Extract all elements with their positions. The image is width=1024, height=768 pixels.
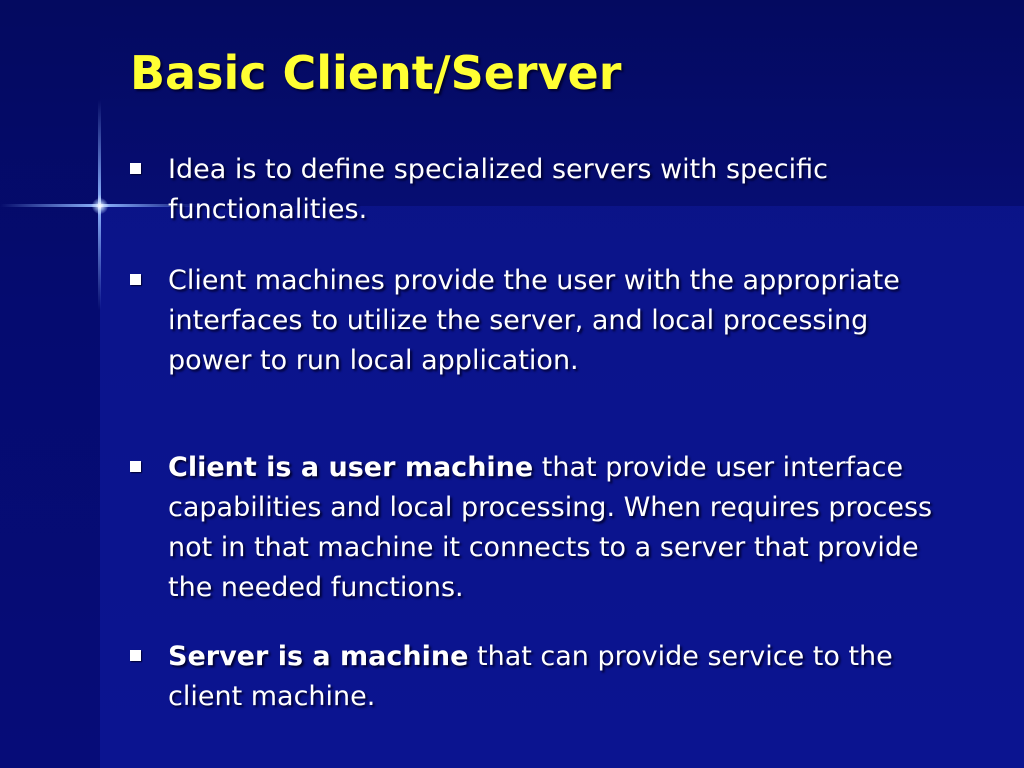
square-bullet-icon bbox=[130, 650, 141, 661]
bullet-body-text: Client machines provide the user with th… bbox=[168, 265, 900, 376]
square-bullet-icon bbox=[130, 461, 141, 472]
bullet-item-1: Idea is to define specialized servers wi… bbox=[130, 150, 960, 230]
bullet-body-text: that provide user interface capabilities… bbox=[168, 452, 933, 603]
bullet-item-3: Client is a user machine that provide us… bbox=[130, 448, 960, 608]
bullet-body-text: Idea is to define specialized servers wi… bbox=[168, 154, 828, 225]
square-bullet-icon bbox=[130, 274, 141, 285]
bullet-item-4: Server is a machine that can provide ser… bbox=[130, 637, 960, 717]
sparkle-icon bbox=[92, 198, 108, 214]
bullet-body-text: that can provide service to the client m… bbox=[168, 641, 893, 712]
bullet-bold-text: Client is a user machine bbox=[168, 452, 534, 483]
slide-title: Basic Client/Server bbox=[130, 46, 622, 100]
bullet-text: Client machines provide the user with th… bbox=[168, 261, 960, 381]
bullet-text: Server is a machine that can provide ser… bbox=[168, 637, 960, 717]
bullet-text: Idea is to define specialized servers wi… bbox=[168, 150, 960, 230]
bullet-item-2: Client machines provide the user with th… bbox=[130, 261, 960, 381]
bullet-bold-text: Server is a machine bbox=[168, 641, 469, 672]
bullet-text: Client is a user machine that provide us… bbox=[168, 448, 960, 608]
square-bullet-icon bbox=[130, 163, 141, 174]
top-background-band bbox=[100, 0, 1024, 206]
left-background-band bbox=[0, 0, 100, 768]
